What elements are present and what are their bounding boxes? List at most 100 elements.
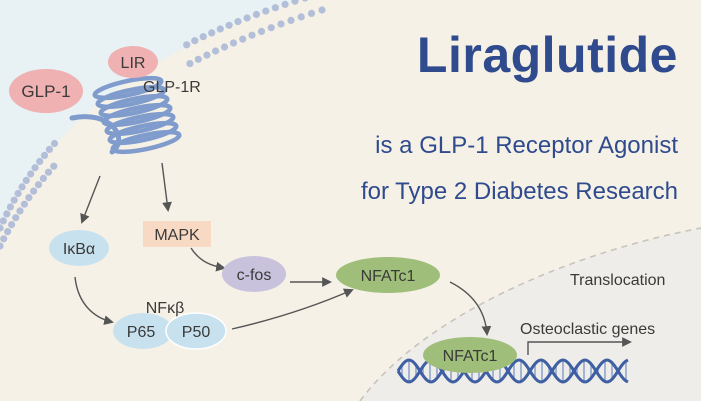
membrane-bead	[225, 21, 233, 29]
arrow-ikba-to-p65	[74, 276, 114, 325]
arrow-mapk-to-cfos	[190, 247, 226, 272]
membrane-bead	[302, 0, 308, 2]
node-p50: P50	[165, 312, 227, 350]
membrane-bead	[271, 4, 279, 12]
membrane-bead	[248, 31, 256, 39]
membrane-bead	[44, 168, 53, 176]
arrow-receptor-to-mapk	[161, 162, 172, 212]
osteoclastic-genes-label: Osteoclastic genes	[520, 321, 655, 338]
node-ikba: IκBα	[49, 230, 109, 266]
membrane-bead	[0, 242, 4, 250]
subtitle-line-1: is a GLP-1 Receptor Agonist	[375, 132, 678, 159]
glp1-label: GLP-1	[21, 82, 70, 101]
node-mapk: MAPK	[143, 221, 211, 247]
membrane-bead	[267, 24, 275, 32]
extracellular-region	[0, 0, 300, 230]
glp1r-label: GLP-1R	[143, 79, 201, 96]
receptor-helix	[110, 129, 182, 155]
nfatc1-cytoplasm-label: NFATc1	[361, 268, 416, 285]
membrane-bead	[229, 39, 238, 47]
membrane-bead	[31, 164, 39, 172]
membrane-bead	[50, 162, 58, 170]
nuclear-envelope	[359, 227, 701, 401]
membrane-bead	[234, 18, 242, 26]
membrane-bead	[194, 55, 202, 63]
p65-label: P65	[127, 324, 156, 341]
membrane-bead	[27, 170, 35, 178]
membrane-bead	[252, 10, 260, 19]
membrane-bead	[6, 203, 14, 211]
membrane-bead	[277, 20, 285, 28]
receptor-helix	[104, 111, 176, 137]
arrow-gene-expression	[527, 337, 632, 355]
membrane-bead	[34, 181, 43, 189]
membrane-bead	[10, 196, 18, 204]
arrow-p50-to-nfatc1	[231, 288, 354, 330]
cell-membrane	[0, 0, 326, 250]
membrane-bead	[212, 47, 220, 55]
membrane-bead	[0, 224, 4, 232]
membrane-bead	[18, 183, 26, 191]
membrane-bead	[287, 16, 295, 24]
membrane-bead	[16, 207, 24, 215]
membrane-bead	[262, 7, 270, 15]
membrane-bead	[183, 41, 191, 49]
membrane-bead	[3, 210, 11, 218]
membrane-bead	[39, 174, 48, 182]
membrane-bead	[291, 0, 299, 5]
translocation-label: Translocation	[570, 272, 665, 289]
membrane-bead	[45, 145, 54, 153]
pathway-arrows	[74, 162, 632, 355]
membrane-bead	[14, 189, 22, 198]
membrane-bead	[186, 60, 194, 68]
membrane-bead	[199, 33, 207, 41]
node-nfatc1-nucleus: NFATc1	[423, 337, 517, 373]
membrane-bead	[318, 6, 326, 14]
node-glp1: GLP-1	[9, 69, 83, 113]
membrane-bead	[307, 9, 316, 17]
membrane-bead	[0, 235, 8, 243]
node-p65: P65	[113, 313, 173, 349]
membrane-bead	[239, 35, 247, 43]
nfkb-label: NFκβ	[146, 300, 185, 317]
membrane-bead	[257, 27, 266, 35]
membrane-bead	[22, 176, 30, 184]
membrane-bead	[281, 0, 289, 8]
node-cfos: c-fos	[222, 256, 286, 292]
receptor-helix	[98, 93, 170, 119]
membrane-bead	[25, 194, 33, 202]
ikba-label: IκBα	[63, 241, 95, 258]
receptor-helix	[92, 75, 164, 101]
membrane-bead	[297, 13, 305, 21]
receptor-helix	[101, 102, 173, 128]
membrane-bead	[208, 29, 216, 37]
dna-helix-icon	[396, 358, 629, 384]
membrane-bead	[36, 157, 44, 166]
dna-strand	[396, 358, 629, 384]
node-nfatc1-cytoplasm: NFATc1	[336, 257, 440, 293]
membrane-bead	[20, 200, 28, 208]
glp1r-receptor-icon	[69, 75, 182, 155]
membrane-bead	[0, 217, 7, 225]
mapk-label: MAPK	[154, 227, 200, 244]
receptor-helix	[95, 84, 167, 110]
membrane-bead	[12, 214, 20, 222]
membrane-bead	[8, 221, 16, 229]
cfos-label: c-fos	[237, 267, 272, 284]
membrane-bead	[50, 139, 59, 148]
membrane-bead	[40, 151, 49, 159]
membrane-bead	[29, 187, 38, 195]
membrane-bead	[4, 228, 12, 236]
membrane-bead	[203, 51, 211, 59]
subtitle-line-2: for Type 2 Diabetes Research	[360, 178, 678, 205]
membrane-bead	[216, 25, 224, 33]
arrow-receptor-to-ikba	[80, 175, 101, 224]
receptor-helix	[107, 120, 179, 146]
arrow-translocation	[449, 281, 492, 336]
node-lir: LIR	[108, 46, 158, 78]
main-title: Liraglutide	[416, 27, 678, 83]
membrane-bead	[220, 43, 229, 51]
membrane-bead	[191, 37, 199, 45]
